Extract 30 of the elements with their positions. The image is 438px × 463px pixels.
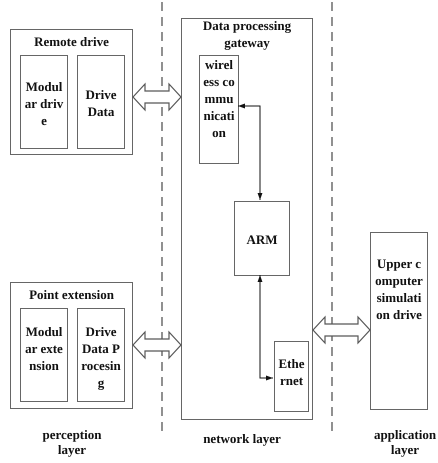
box-label: wireless communication xyxy=(202,56,236,141)
process-box xyxy=(199,55,239,164)
process-box xyxy=(77,308,125,402)
connector-arrow xyxy=(238,104,262,200)
process-box xyxy=(370,232,428,410)
box-label: Modular extension xyxy=(24,323,64,374)
process-box xyxy=(20,55,68,149)
group-title: Point extension xyxy=(28,286,115,303)
group-box xyxy=(181,18,313,420)
process-box xyxy=(20,308,68,402)
group-title: Data processing gateway xyxy=(202,17,292,51)
box-label: Ethernet xyxy=(278,355,306,389)
group-title: Remote drive xyxy=(33,33,110,50)
process-box xyxy=(77,55,125,149)
box-label: Modular drive xyxy=(24,78,64,129)
group-box xyxy=(10,29,133,155)
block-arrow xyxy=(132,330,182,360)
layer-label: perception layer xyxy=(42,427,102,457)
box-label: Upper computer simulation drive xyxy=(374,255,424,323)
block-arrow xyxy=(312,315,371,345)
layer-label: application layer xyxy=(372,427,438,457)
group-box xyxy=(10,282,133,409)
process-box xyxy=(274,341,309,412)
box-label: Drive Data xyxy=(84,86,118,120)
connector-arrow xyxy=(258,274,274,380)
layer-label: network layer xyxy=(202,431,282,446)
block-arrow xyxy=(132,82,182,112)
box-label: Drive Data Procesing xyxy=(80,323,122,391)
box-label: ARM xyxy=(245,231,279,248)
process-box xyxy=(234,201,290,276)
